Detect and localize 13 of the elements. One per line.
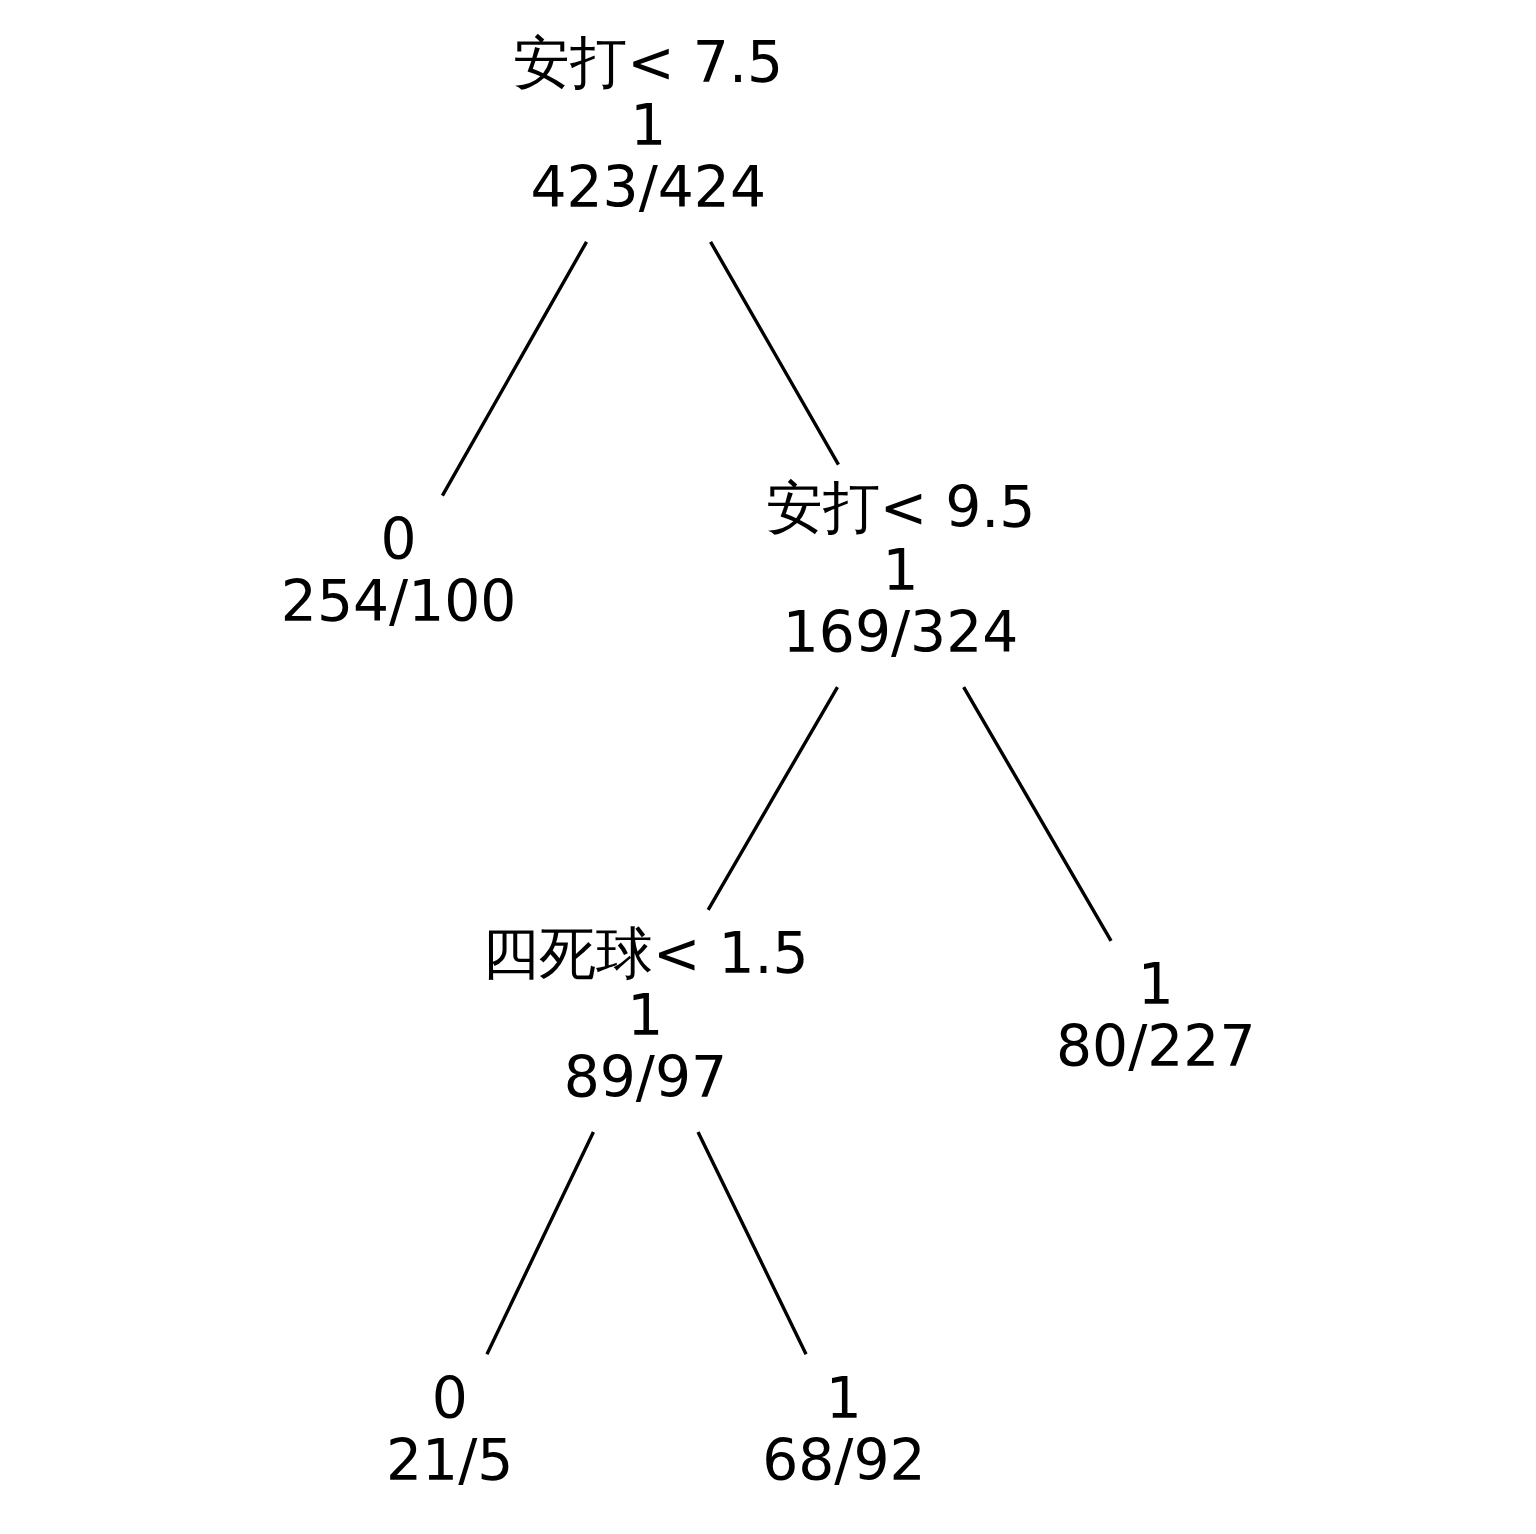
node-text: 安打< 7.5 1 423/424 <box>513 29 784 220</box>
connector <box>962 686 1113 942</box>
node-text: 四死球< 1.5 1 89/97 <box>481 919 809 1111</box>
node-text: 1 68/92 <box>762 1364 926 1494</box>
connector <box>696 1131 808 1355</box>
node-text: 1 80/227 <box>1056 950 1256 1080</box>
connector <box>485 1131 595 1355</box>
node-text: 0 254/100 <box>280 505 517 634</box>
connector <box>706 686 839 911</box>
connector <box>709 241 840 466</box>
node-text: 0 21/5 <box>386 1364 514 1494</box>
node-text: 安打< 9.5 1 169/324 <box>765 474 1036 666</box>
connector <box>440 241 588 497</box>
